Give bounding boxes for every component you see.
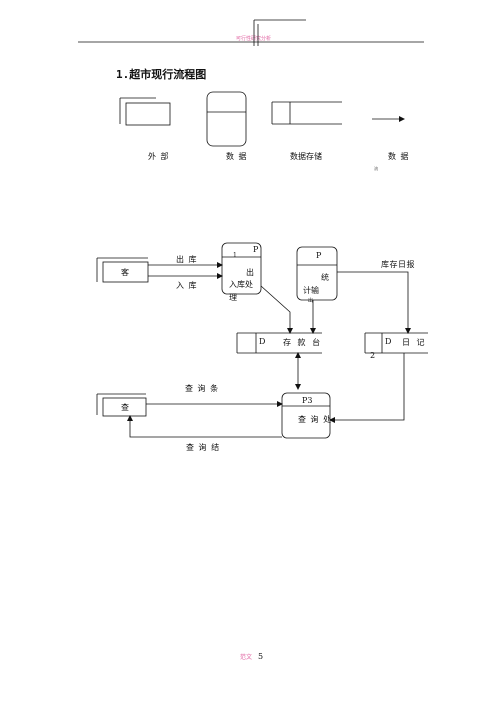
- process-p3-label: 查 询 处: [298, 415, 333, 424]
- flow-in-label: 入 库: [176, 281, 198, 290]
- customer-entity-box: [96, 257, 149, 283]
- process-p1-dot: 1: [233, 252, 237, 259]
- data-store-d2-id: D: [385, 337, 392, 346]
- process-p3-id: P3: [302, 396, 313, 405]
- header-rule: [78, 19, 424, 46]
- process-p3-box: [281, 392, 331, 439]
- legend-process-label: 数 据: [226, 152, 248, 161]
- flow-p1-to-d1: [260, 285, 293, 334]
- data-store-d1-id: D: [259, 337, 266, 346]
- query-entity-box: [96, 393, 147, 417]
- legend-small-note: 流: [374, 166, 378, 171]
- data-store-d1-label: 存 款 台: [283, 338, 323, 347]
- page-footer: 范文 5: [240, 652, 263, 661]
- data-store-d2-label: 日 记: [402, 338, 427, 347]
- flow-out-label: 出 库: [176, 255, 198, 264]
- legend-data-store-symbol: [271, 101, 342, 125]
- legend-data-flow-label: 数 据: [388, 152, 410, 161]
- footer-page-number: 5: [258, 652, 264, 661]
- process-p2-id: P: [316, 251, 322, 260]
- process-p1-line1: 出: [246, 268, 254, 277]
- process-p2-line1: 统: [321, 273, 329, 282]
- flow-daily-report-arrow: [337, 271, 411, 334]
- process-p2-box: [296, 246, 338, 301]
- footer-text: 范文: [240, 654, 253, 661]
- flow-query-cond-label: 查 询 条: [185, 384, 220, 393]
- data-store-d2: [364, 332, 428, 354]
- data-store-d1: [236, 332, 322, 354]
- process-p1-line2: 入库处: [229, 280, 253, 289]
- flow-daily-report-label: 库存日报: [381, 260, 415, 269]
- flow-d2-to-p3: [329, 353, 405, 423]
- data-store-d2-num: 2: [370, 351, 376, 360]
- query-entity-label: 查: [121, 403, 129, 412]
- flow-query-result-arrow: [127, 415, 282, 438]
- process-p2-line3: 出: [308, 298, 314, 304]
- legend-process-symbol: [206, 91, 247, 147]
- legend-data-store-label: 数据存储: [290, 152, 322, 161]
- page-header: 可行性研究分析: [236, 36, 272, 42]
- flow-query-result-label: 查 询 结: [186, 443, 221, 452]
- process-p2-line2: 计输: [303, 286, 319, 295]
- customer-label: 客: [121, 268, 129, 277]
- process-p1-id: P: [253, 245, 259, 254]
- process-p1-box: [221, 242, 262, 295]
- process-p1-line3: 理: [229, 293, 237, 302]
- legend-external-entity-symbol: [119, 97, 171, 126]
- legend-external-label: 外 部: [148, 152, 170, 161]
- section-title: 1.超市现行流程图: [116, 68, 207, 81]
